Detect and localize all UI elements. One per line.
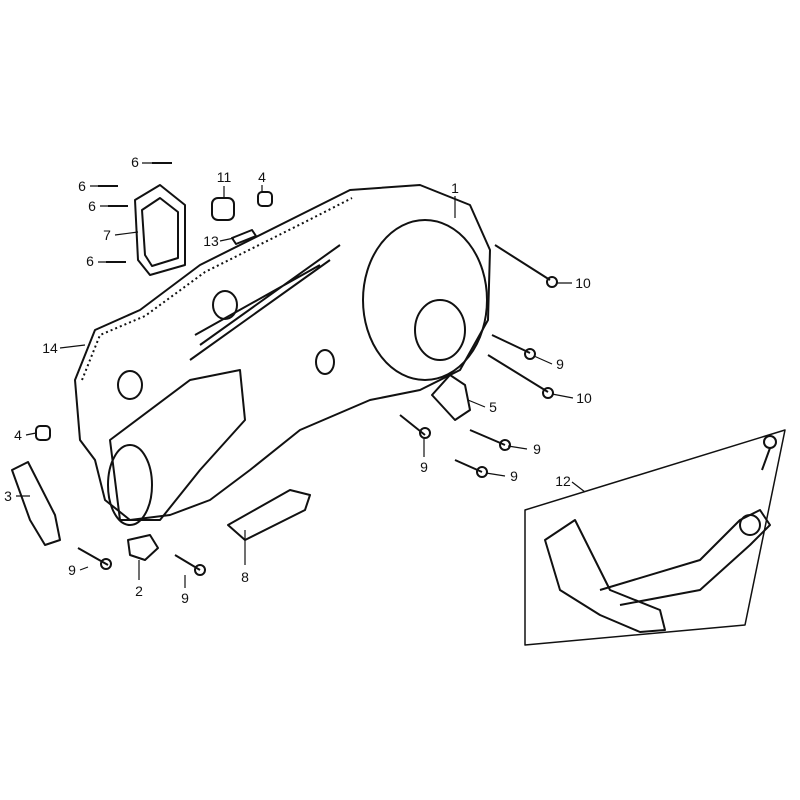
dowel-11 <box>211 197 235 221</box>
gasket-13 <box>231 229 257 245</box>
callout-8: 8 <box>241 569 249 585</box>
kick-arm <box>599 509 771 606</box>
kick-starter-shaft <box>544 519 666 633</box>
bracket-5 <box>431 374 471 421</box>
kick-starter-box <box>524 429 786 646</box>
callout-4: 4 <box>258 169 266 185</box>
boss <box>117 370 143 400</box>
clutch-cover-center <box>414 299 466 361</box>
callout-7: 7 <box>103 227 111 243</box>
callout-5: 5 <box>489 399 497 415</box>
bolt-9 <box>77 334 531 571</box>
callout-2: 2 <box>135 583 143 599</box>
air-duct-opening <box>107 444 153 526</box>
callout-9: 9 <box>510 468 518 484</box>
callout-10: 10 <box>576 390 592 406</box>
boss <box>212 290 238 320</box>
crankcase-cover <box>74 184 491 521</box>
callout-1: 1 <box>451 180 459 196</box>
plate-8 <box>227 489 311 541</box>
clutch-cover-dome <box>362 219 488 381</box>
callout-14: 14 <box>42 340 58 356</box>
kick-pivot <box>739 514 761 536</box>
leader-lines <box>16 162 586 588</box>
callout-9: 9 <box>556 356 564 372</box>
callout-6: 6 <box>86 253 94 269</box>
callout-9: 9 <box>181 590 189 606</box>
callout-10: 10 <box>575 275 591 291</box>
callout-9: 9 <box>68 562 76 578</box>
callout-11: 11 <box>216 169 232 185</box>
callout-3: 3 <box>4 488 12 504</box>
callout-4: 4 <box>14 427 22 443</box>
callout-6: 6 <box>131 154 139 170</box>
dowel-4 <box>257 191 273 207</box>
boss <box>315 349 335 375</box>
callout-9: 9 <box>533 441 541 457</box>
callout-13: 13 <box>203 233 219 249</box>
bolt-6 <box>98 162 172 263</box>
kick-lever-3 <box>11 461 61 546</box>
callout-9: 9 <box>420 459 428 475</box>
dowel-4 <box>35 425 51 441</box>
cover-gasket-edge <box>81 197 353 381</box>
air-duct <box>109 369 246 521</box>
cover-ridge <box>189 244 341 361</box>
clip-2 <box>127 534 159 561</box>
callout-6: 6 <box>78 178 86 194</box>
callout-12: 12 <box>555 473 571 489</box>
callout-6: 6 <box>88 198 96 214</box>
inspection-cover <box>134 184 186 276</box>
bolt-10 <box>487 244 551 393</box>
